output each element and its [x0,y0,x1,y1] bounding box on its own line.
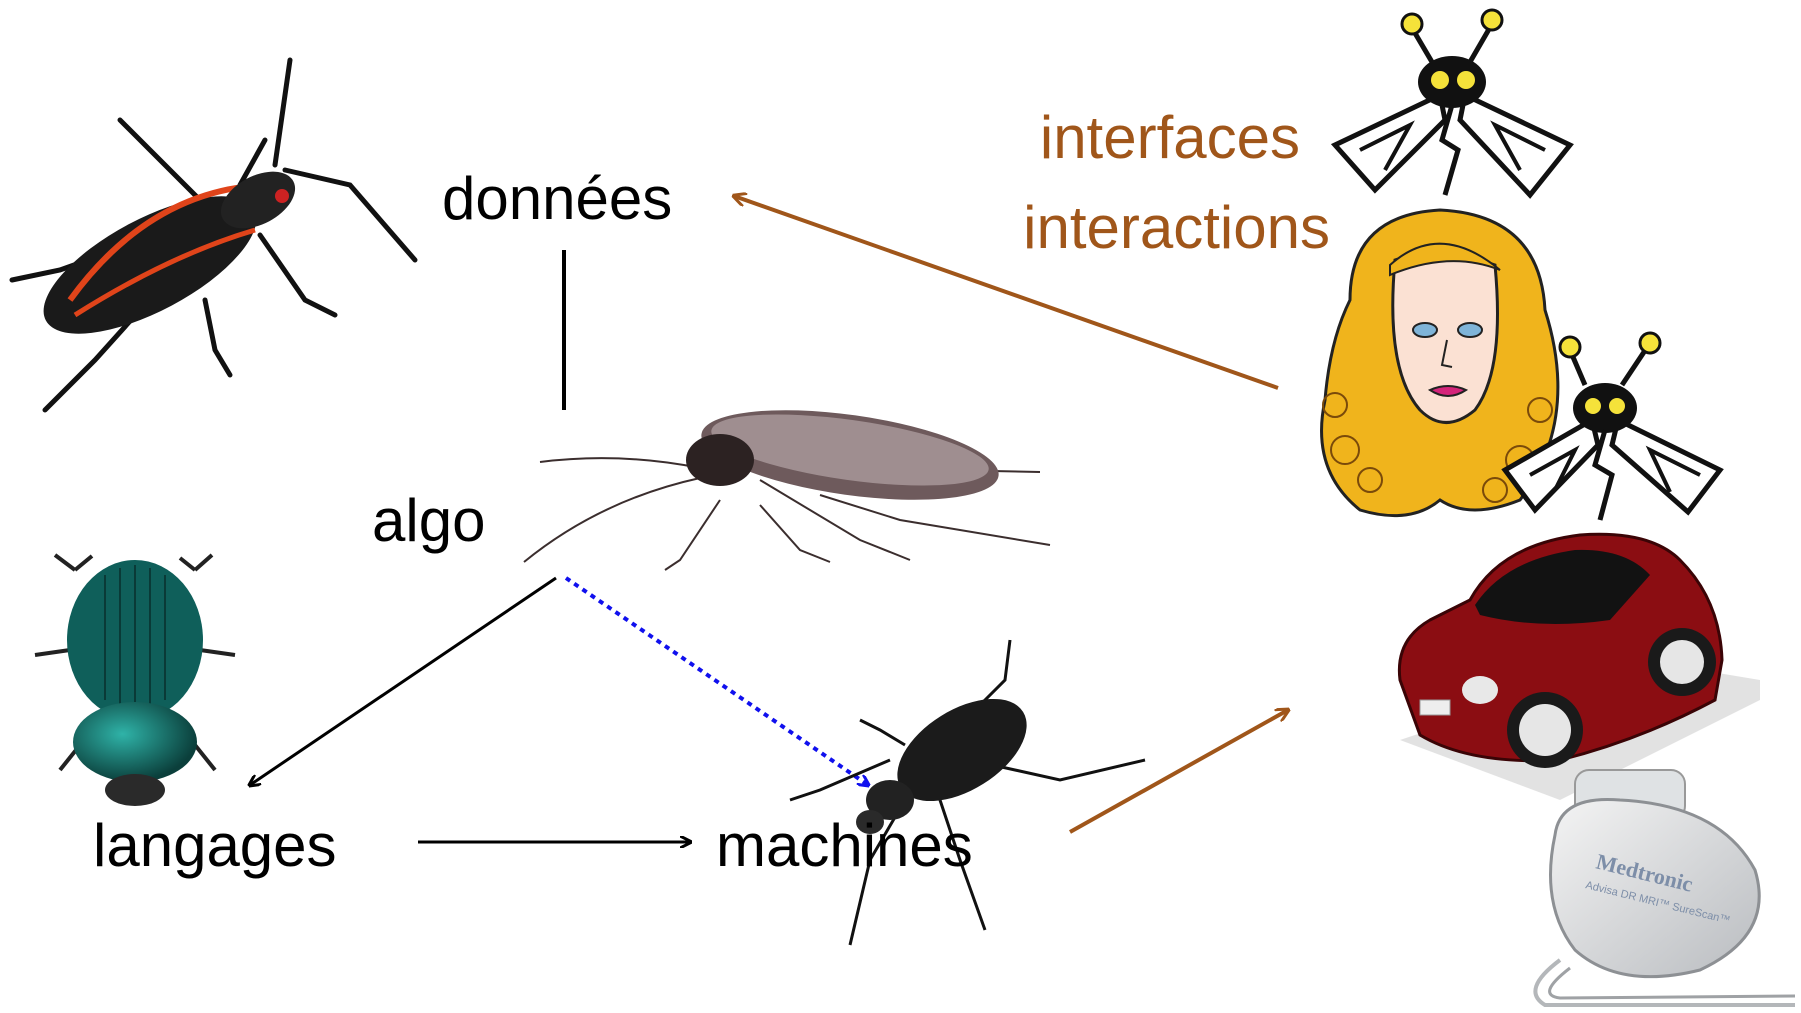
node-algo: algo [372,487,485,554]
arrow-algo-to-machines-dotted [566,578,868,785]
node-langages: langages [93,812,337,879]
node-interactions: interactions [1023,194,1330,261]
bug-clipart-icon [1335,10,1570,195]
node-interfaces: interfaces [1040,104,1300,171]
node-donnees: données [442,165,672,232]
ground-beetle-icon [790,640,1145,945]
arrow-algo-to-langages [250,578,556,785]
pacemaker-icon: Medtronic Advisa DR MRI™ SureScan™ [1535,770,1795,1005]
dung-beetle-icon [35,555,235,806]
cockroach-icon [524,395,1050,570]
red-car-icon [1399,534,1760,800]
boxelder-bug-icon [12,60,415,410]
node-machines: machines [716,812,973,879]
